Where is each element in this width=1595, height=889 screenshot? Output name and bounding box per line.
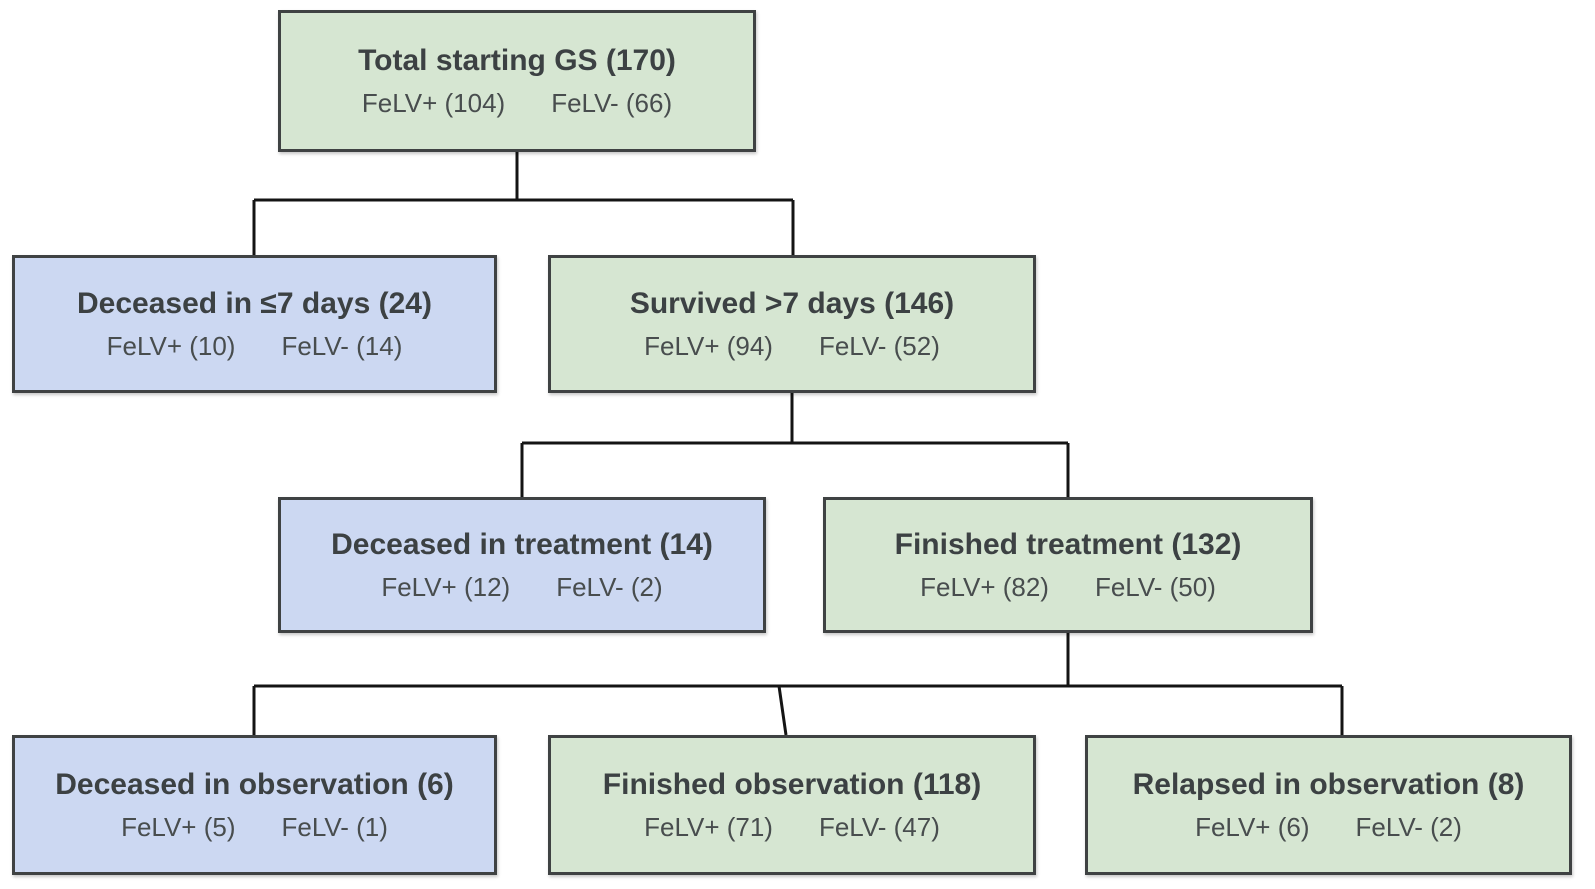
felv-negative-count: FeLV- (2) <box>1355 811 1462 842</box>
felv-negative-count: FeLV- (52) <box>818 330 940 361</box>
node-subcounts: FeLV+ (82) FeLV- (50) <box>920 573 1216 602</box>
node-title: Survived >7 days (146) <box>629 287 955 321</box>
node-title: Total starting GS (170) <box>358 44 676 78</box>
node-subcounts: FeLV+ (104) FeLV- (66) <box>362 89 672 118</box>
felv-positive-count: FeLV+ (82) <box>920 571 1049 602</box>
felv-negative-count: FeLV- (50) <box>1094 571 1216 602</box>
node-total-starting-gs: Total starting GS (170) FeLV+ (104) FeLV… <box>278 10 756 152</box>
felv-positive-count: FeLV+ (12) <box>381 571 511 602</box>
connector-level-2 <box>520 393 1070 497</box>
node-subcounts: FeLV+ (94) FeLV- (52) <box>644 332 940 361</box>
node-survived-7-days: Survived >7 days (146) FeLV+ (94) FeLV- … <box>548 255 1036 393</box>
node-deceased-treatment: Deceased in treatment (14) FeLV+ (12) Fe… <box>278 497 766 633</box>
node-subcounts: FeLV+ (5) FeLV- (1) <box>121 813 388 842</box>
node-title: Deceased in ≤7 days (24) <box>77 287 432 321</box>
felv-positive-count: FeLV+ (71) <box>644 811 773 842</box>
felv-positive-count: FeLV+ (104) <box>361 87 506 118</box>
node-deceased-7-days: Deceased in ≤7 days (24) FeLV+ (10) FeLV… <box>12 255 497 393</box>
node-title: Finished observation (118) <box>602 768 982 802</box>
node-title: Finished treatment (132) <box>894 528 1242 562</box>
node-title: Deceased in observation (6) <box>55 768 454 802</box>
node-deceased-observation: Deceased in observation (6) FeLV+ (5) Fe… <box>12 735 497 875</box>
felv-negative-count: FeLV- (66) <box>551 87 673 118</box>
node-finished-treatment: Finished treatment (132) FeLV+ (82) FeLV… <box>823 497 1313 633</box>
felv-positive-count: FeLV+ (6) <box>1195 811 1310 842</box>
felv-positive-count: FeLV+ (5) <box>121 811 236 842</box>
felv-positive-count: FeLV+ (10) <box>106 330 236 361</box>
node-subcounts: FeLV+ (12) FeLV- (2) <box>381 573 662 602</box>
felv-negative-count: FeLV- (1) <box>281 811 388 842</box>
node-relapsed-observation: Relapsed in observation (8) FeLV+ (6) Fe… <box>1085 735 1572 875</box>
node-subcounts: FeLV+ (6) FeLV- (2) <box>1195 813 1462 842</box>
felv-negative-count: FeLV- (47) <box>818 811 940 842</box>
felv-positive-count: FeLV+ (94) <box>644 330 773 361</box>
felv-negative-count: FeLV- (2) <box>556 571 663 602</box>
node-title: Deceased in treatment (14) <box>331 528 713 562</box>
connector-level-3 <box>252 633 1344 736</box>
felv-negative-count: FeLV- (14) <box>281 330 403 361</box>
node-subcounts: FeLV+ (71) FeLV- (47) <box>644 813 940 842</box>
connector-level-1 <box>252 152 795 255</box>
node-subcounts: FeLV+ (10) FeLV- (14) <box>107 332 403 361</box>
node-title: Relapsed in observation (8) <box>1132 768 1525 802</box>
node-finished-observation: Finished observation (118) FeLV+ (71) Fe… <box>548 735 1036 875</box>
